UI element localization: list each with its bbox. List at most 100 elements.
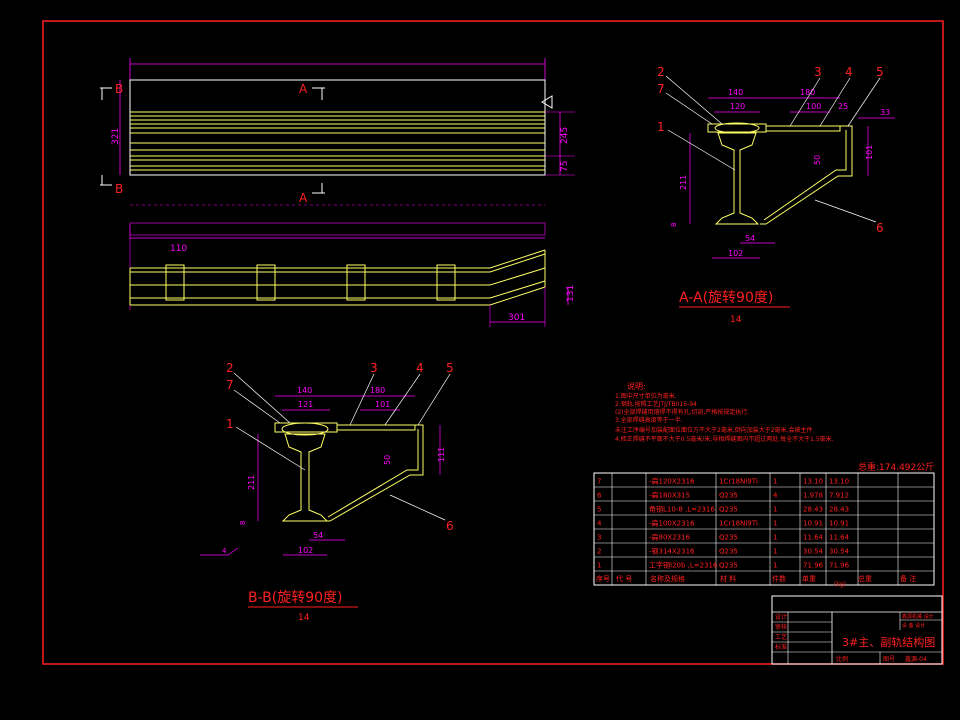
bom-cell-qty: 1 [773, 478, 777, 486]
bom-cell-name: -扁120X2316 [649, 477, 695, 486]
bom-cell-total: 71.96 [829, 562, 850, 570]
elevation-view: 110 301 131 [129, 222, 576, 327]
bom-cell-name: -扁100X2316 [649, 519, 695, 528]
bom-cell-mat: Q235 [719, 506, 738, 514]
aa-dim-33: 33 [880, 108, 890, 117]
bom-weight-unit: (kg) [834, 581, 846, 588]
notes-line-3: (2)全部焊缝用熔焊不得有孔,切剖;严格按规定执行. [615, 408, 749, 416]
bb-dim-211: 211 [247, 475, 256, 490]
aa-dim-101: 101 [865, 145, 874, 160]
bom-cell-mat: 1Cr18Ni9Ti [719, 520, 758, 528]
aa-callout-3: 3 [814, 65, 822, 79]
bb-title: B-B(旋转90度) [248, 590, 343, 606]
bom-cell-unit: 11.64 [803, 534, 824, 542]
aa-dim-180: 180 [800, 88, 815, 97]
bom-header-cell: 件数 [772, 574, 786, 583]
title-row-standard: 标准 [775, 643, 787, 651]
notes-line-5: 未注工序编号加装配面位面位方不大于2毫米,倒向加装大于2毫米,会被主件 [615, 426, 812, 434]
elevation-dim-131: 131 [566, 285, 576, 302]
bb-weld-mark: 4 [222, 547, 227, 555]
bom-cell-mat: Q235 [719, 548, 738, 556]
aa-callout-4: 4 [845, 65, 853, 79]
bom-header-cell: 备 注 [900, 574, 916, 583]
bb-dim-140: 140 [297, 386, 312, 395]
bom-header-cell: 材 料 [720, 574, 736, 583]
bom-cell-no: 7 [597, 478, 601, 486]
section-aa: 140 120 180 100 25 33 101 50 211 8 54 10… [657, 65, 895, 325]
aa-scale: 14 [730, 315, 742, 325]
bom-cell-unit: 30.54 [803, 548, 824, 556]
bom-cell-mat: Q235 [719, 534, 738, 542]
title-row-process: 工艺 [775, 633, 787, 641]
section-bb: 140 121 180 101 111 50 211 8 54 102 4 2 … [200, 361, 454, 623]
title-row-design: 设计 [775, 613, 787, 621]
aa-dim-120: 120 [730, 102, 745, 111]
bom-cell-qty: 1 [773, 548, 777, 556]
bom-cell-name: -扁180X315 [649, 491, 690, 500]
bb-callout-5: 5 [446, 361, 454, 375]
aa-dim-8: 8 [670, 223, 678, 227]
bom-cell-qty: 1 [773, 534, 777, 542]
notes-line-1: 1.图中尺寸单位为毫米. [615, 392, 677, 400]
bb-dim-102: 102 [298, 546, 313, 555]
bom-cell-mat: Q235 [719, 492, 738, 500]
bom-cell-unit: 71.96 [803, 562, 824, 570]
aa-dim-54: 54 [745, 234, 755, 243]
title-sub: 设 备 设计 [902, 622, 925, 629]
bom-total-weight: 总重:174.492公斤 [858, 461, 934, 473]
bom-cell-unit: 13.10 [803, 478, 823, 486]
bom-header-cell: 代 号 [616, 574, 632, 583]
aa-dim-140: 140 [728, 88, 743, 97]
bom-cell-no: 5 [597, 506, 601, 514]
bom-cell-total: 28.43 [829, 506, 849, 514]
section-mark-b-bottom: B [115, 182, 123, 196]
notes-line-4: 3.全部焊缝高度等于一半. [615, 416, 683, 424]
bb-dim-121: 121 [298, 400, 313, 409]
aa-callout-5: 5 [876, 65, 884, 79]
bom-header-cell: 总重 [858, 574, 872, 583]
notes-line-2: 2.钢轨,按照工艺JTJ/TB015-94 [615, 400, 697, 408]
aa-dim-211: 211 [679, 175, 688, 190]
bom-cell-no: 2 [597, 548, 601, 556]
aa-callout-1: 1 [657, 120, 665, 134]
section-mark-b-top: B [115, 82, 123, 96]
bom-cell-name: -扁80X2316 [649, 533, 691, 542]
bom-cell-qty: 4 [773, 492, 778, 500]
aa-dim-102: 102 [728, 249, 743, 258]
bb-dim-54: 54 [313, 531, 323, 540]
aa-title: A-A(旋转90度) [679, 290, 773, 306]
bom-header-cell: 序号 [596, 574, 610, 583]
title-sheet-no: 鑫源-04 [905, 655, 927, 663]
bb-callout-1: 1 [226, 417, 234, 431]
bom-cell-total: 11.64 [829, 534, 850, 542]
bom-cell-total: 13.10 [829, 478, 849, 486]
bom-cell-no: 1 [597, 562, 601, 570]
elevation-dim-110: 110 [170, 244, 187, 254]
bb-dim-101: 101 [375, 400, 390, 409]
aa-dim-50: 50 [813, 155, 822, 165]
title-company: 鑫源机械 设计 [902, 613, 934, 620]
section-mark-a-bottom: A [299, 191, 308, 205]
bb-dim-111: 111 [437, 447, 446, 462]
bill-of-materials: 总重:174.492公斤 7 -扁120X2316 1Cr18Ni9Ti 1 13.10… [593, 461, 935, 588]
bom-cell-unit: 1.978 [803, 492, 823, 500]
bb-callout-6: 6 [446, 519, 454, 533]
bom-cell-no: 6 [597, 492, 602, 500]
bom-cell-unit: 28.43 [803, 506, 823, 514]
aa-dim-100: 100 [806, 102, 821, 111]
bom-cell-mat: 1Cr18Ni9Ti [719, 478, 758, 486]
technical-notes: 说明: 1.图中尺寸单位为毫米. 2.钢轨,按照工艺JTJ/TB015-94 (… [615, 381, 834, 443]
bom-cell-qty: 1 [773, 562, 777, 570]
bb-callout-4: 4 [416, 361, 424, 375]
plan-dim-245: 245 [560, 127, 570, 144]
plan-dim-321: 321 [111, 128, 121, 145]
bom-cell-qty: 1 [773, 506, 777, 514]
bom-cell-no: 4 [597, 520, 602, 528]
bom-header-cell: 名称及规格 [650, 574, 685, 583]
drawing-title: 3#主、副轨结构图 [842, 635, 935, 649]
bom-header-cell: 单重 [802, 574, 816, 583]
bom-cell-mat: Q235 [719, 562, 738, 570]
bb-dim-8: 8 [239, 521, 247, 525]
notes-heading: 说明: [627, 381, 646, 391]
